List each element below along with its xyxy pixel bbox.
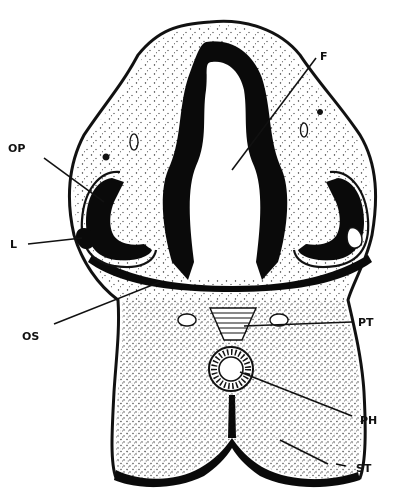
leader-L bbox=[28, 238, 82, 244]
midline-groove bbox=[228, 395, 236, 438]
label-L: L bbox=[10, 238, 17, 251]
label-OP: OP bbox=[8, 142, 25, 155]
right-dark-dot bbox=[317, 109, 323, 115]
label-PH: PH bbox=[360, 414, 377, 427]
label-PT: PT bbox=[358, 316, 374, 329]
left-dark-dot bbox=[103, 154, 110, 161]
pharynx-lumen bbox=[219, 357, 243, 381]
label-F: F bbox=[320, 50, 328, 63]
label-OS: OS bbox=[22, 330, 39, 343]
label-ST: ST bbox=[356, 462, 372, 475]
left-vessel bbox=[178, 314, 196, 326]
